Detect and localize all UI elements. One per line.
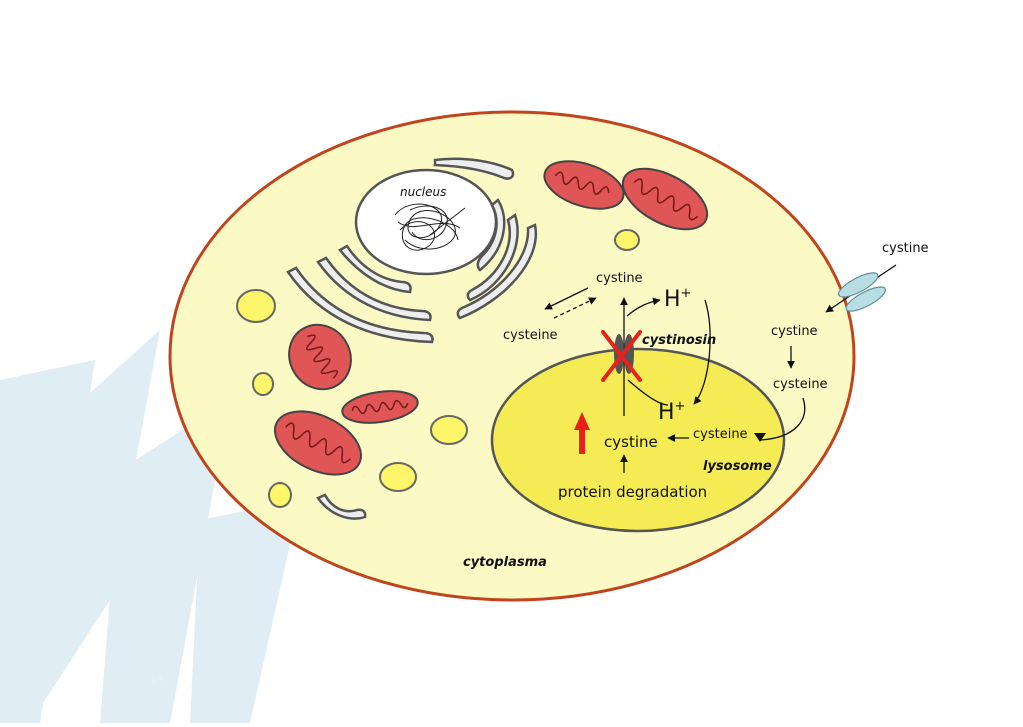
cystinosin-label: cystinosin (642, 333, 716, 348)
endoplasmic-reticulum (286, 157, 538, 520)
cystine-uptake: cystine cystine cysteine (754, 241, 929, 442)
lysosome-contents: cystine cysteine protein degradation (558, 412, 748, 501)
page-number: 14 (150, 672, 164, 685)
right-cysteine-label: cysteine (773, 377, 828, 392)
vesicles (236, 229, 640, 508)
cyto-cysteine-label: cysteine (503, 328, 558, 343)
red-up-arrow-icon (574, 412, 590, 454)
mitochondrion-icon (341, 390, 419, 424)
outside-cystine-label: cystine (882, 241, 929, 256)
background-watermark (0, 330, 300, 723)
arrowhead-icon (754, 433, 766, 442)
lyso-cystine-label: cystine (604, 433, 658, 451)
mitochondrion-icon (621, 167, 709, 231)
h-plus-top: H+ (664, 286, 691, 312)
protein-degradation-label: protein degradation (558, 483, 707, 501)
proton-antiport: H+ H+ (626, 286, 711, 425)
red-x-cross-icon (601, 330, 642, 382)
cystinosin-transporter: cystinosin (601, 297, 716, 416)
chromatin-icon (394, 203, 466, 251)
lyso-cysteine-label: cysteine (693, 427, 748, 442)
mitochondrion-icon (543, 160, 625, 210)
cell-membrane (168, 110, 856, 602)
mitochondrion-icon (288, 323, 352, 391)
cytoplasma-label: cytoplasma (463, 555, 547, 570)
mitochondria (273, 160, 709, 476)
lysosome-label: lysosome (703, 459, 772, 474)
nucleus-label: nucleus (400, 185, 446, 199)
mitochondrion-icon (273, 410, 363, 476)
lysosome: lysosome (490, 347, 786, 533)
h-plus-bottom: H+ (658, 399, 685, 425)
cytoplasm-reduction: cystine cysteine (503, 271, 643, 343)
nucleus: nucleus (354, 168, 498, 276)
cyto-cystine-label: cystine (596, 271, 643, 286)
right-cystine-label: cystine (771, 324, 818, 339)
membrane-transporter-icon (837, 272, 887, 312)
